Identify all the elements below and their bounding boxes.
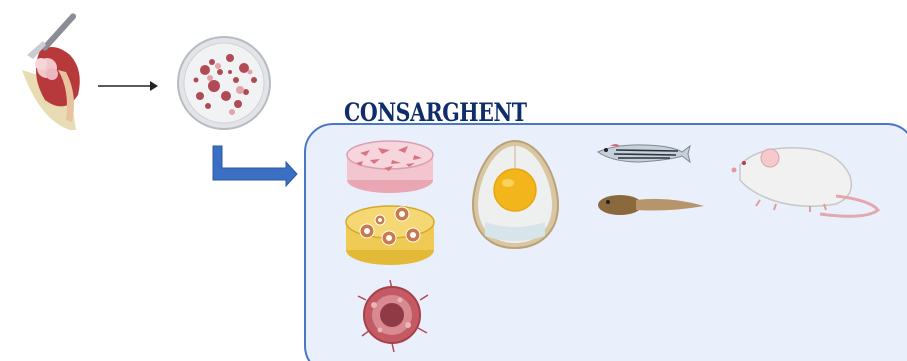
diagram-title: CONSARGHENT bbox=[344, 98, 527, 127]
petri-dish-cells-icon bbox=[178, 37, 270, 129]
elbow-arrow bbox=[213, 146, 297, 186]
tissue-biopsy-icon bbox=[22, 12, 80, 130]
cell-culture-dish-icon bbox=[347, 141, 433, 193]
process-arrow bbox=[98, 81, 158, 91]
organoid-dish-icon bbox=[346, 206, 434, 265]
